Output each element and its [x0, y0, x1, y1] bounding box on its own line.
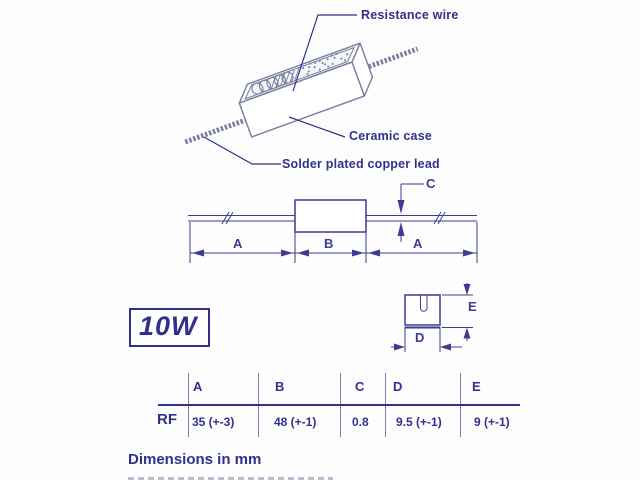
- power-rating-badge: 10W: [129, 308, 210, 347]
- lead-wire-left: [184, 117, 247, 145]
- resistor-body-outline: [294, 199, 367, 233]
- break-mark-right: [433, 211, 442, 225]
- dim-letter-c: C: [426, 176, 436, 191]
- table-row-label: RF: [157, 411, 177, 428]
- table-cell-e: 9 (+-1): [474, 415, 510, 429]
- cement-fill-stipple: [302, 52, 349, 76]
- table-cell-b: 48 (+-1): [274, 415, 317, 429]
- break-mark-left: [221, 211, 230, 225]
- case-end-face: [351, 42, 374, 97]
- dim-letter-a-right: A: [413, 236, 423, 251]
- end-view-outline: [404, 294, 441, 326]
- lead-wire-right: [364, 46, 419, 71]
- table-header-b: B: [275, 379, 285, 394]
- dim-letter-d: D: [415, 330, 425, 345]
- side-view-drawing: [188, 183, 478, 263]
- table-cell-a: 35 (+-3): [192, 415, 235, 429]
- table-header-a: A: [193, 379, 203, 394]
- table-header-c: C: [355, 379, 365, 394]
- leader-resistance-wire: [292, 14, 357, 92]
- coil-winding: [251, 67, 300, 95]
- table-header-e: E: [472, 379, 481, 394]
- lead-notch: [420, 295, 428, 312]
- dim-letter-b: B: [324, 236, 334, 251]
- table-cell-d: 9.5 (+-1): [396, 415, 442, 429]
- dimensions-unit-note: Dimensions in mm: [128, 451, 262, 468]
- dim-letter-e: E: [468, 299, 477, 314]
- table-cell-c: 0.8: [352, 415, 369, 429]
- resistance-wire-label: Resistance wire: [361, 8, 459, 22]
- table-header-d: D: [393, 379, 403, 394]
- ceramic-case-label: Ceramic case: [349, 129, 433, 143]
- dim-letter-a-left: A: [233, 236, 243, 251]
- resistor-3d-view: [184, 14, 419, 165]
- cropped-text-strip: [128, 477, 333, 480]
- leader-solder-lead: [203, 136, 281, 165]
- end-view-drawing: [391, 283, 473, 352]
- solder-lead-label: Solder plated copper lead: [282, 157, 440, 171]
- leader-ceramic-case: [288, 116, 346, 138]
- table-header-rule: [158, 404, 520, 406]
- dimension-c-callout: [397, 183, 424, 242]
